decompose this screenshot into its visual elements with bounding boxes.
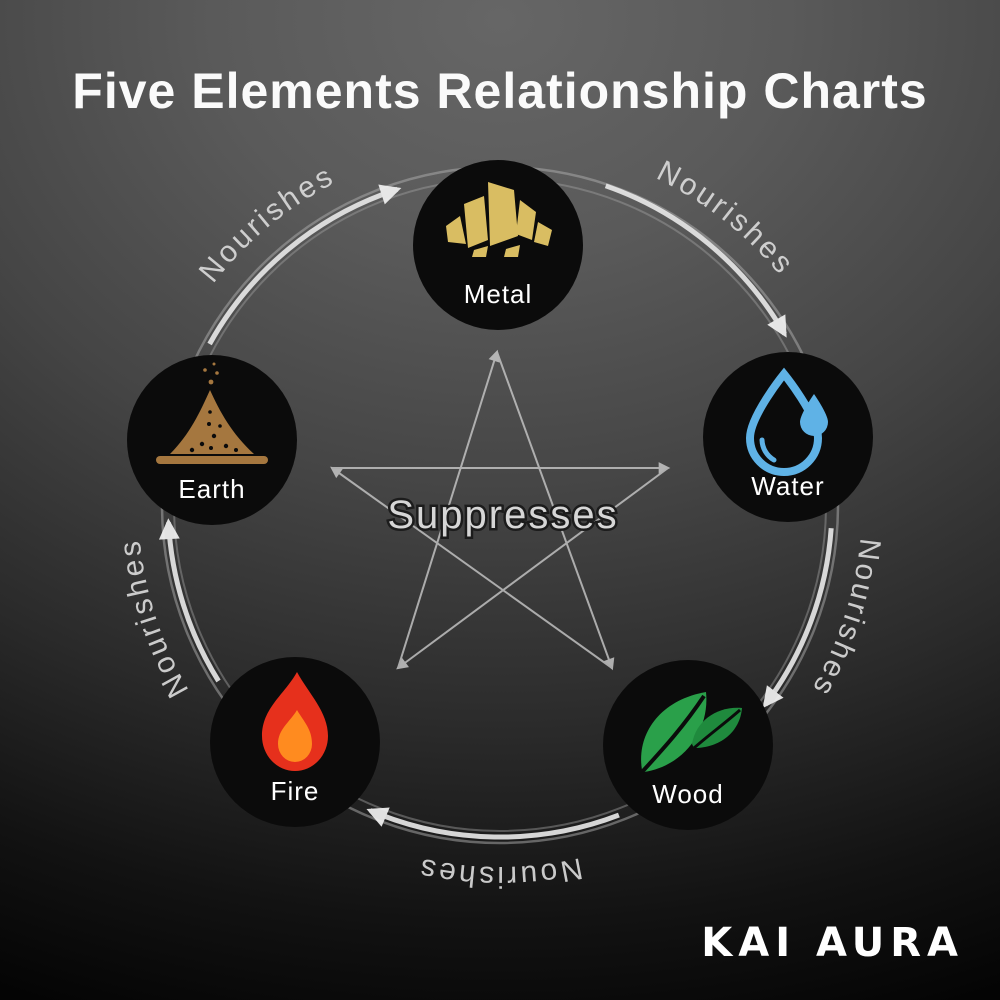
metal-icon xyxy=(446,182,552,257)
suppress-arrow-wood-to-earth xyxy=(330,466,613,669)
element-label-fire: Fire xyxy=(271,776,320,806)
element-node-fire: Fire xyxy=(210,657,380,827)
element-node-water: Water xyxy=(703,352,873,522)
nourish-arrow-water-to-wood xyxy=(762,528,834,709)
element-node-earth: Earth xyxy=(127,355,297,525)
page-title: Five Elements Relationship Charts xyxy=(72,63,928,119)
wood-icon xyxy=(640,692,742,774)
water-icon xyxy=(745,367,828,476)
suppress-arrow-water-to-fire xyxy=(396,467,669,670)
element-circle-metal xyxy=(413,160,583,330)
brand-logo: KAI AURA xyxy=(701,920,964,966)
element-node-metal: Metal xyxy=(413,160,583,330)
element-node-wood: Wood xyxy=(603,660,773,830)
nourish-arrow-earth-to-metal xyxy=(207,184,402,346)
earth-icon xyxy=(156,362,268,464)
element-label-earth: Earth xyxy=(178,474,245,504)
element-label-wood: Wood xyxy=(652,779,723,809)
element-label-metal: Metal xyxy=(464,279,533,309)
element-label-water: Water xyxy=(751,471,824,501)
suppress-arrow-fire-to-metal xyxy=(397,349,500,669)
fire-icon xyxy=(262,672,328,771)
nourish-arrow-fire-to-earth xyxy=(158,518,221,683)
suppresses-label: Suppresses xyxy=(387,493,618,537)
nourishes-label-wood-fire: Nourishes xyxy=(415,851,586,893)
suppress-arrow-metal-to-wood xyxy=(496,351,615,671)
nourish-arrow-metal-to-water xyxy=(604,183,787,338)
nourish-arrow-wood-to-fire xyxy=(366,807,620,840)
element-circle-water xyxy=(703,352,873,522)
